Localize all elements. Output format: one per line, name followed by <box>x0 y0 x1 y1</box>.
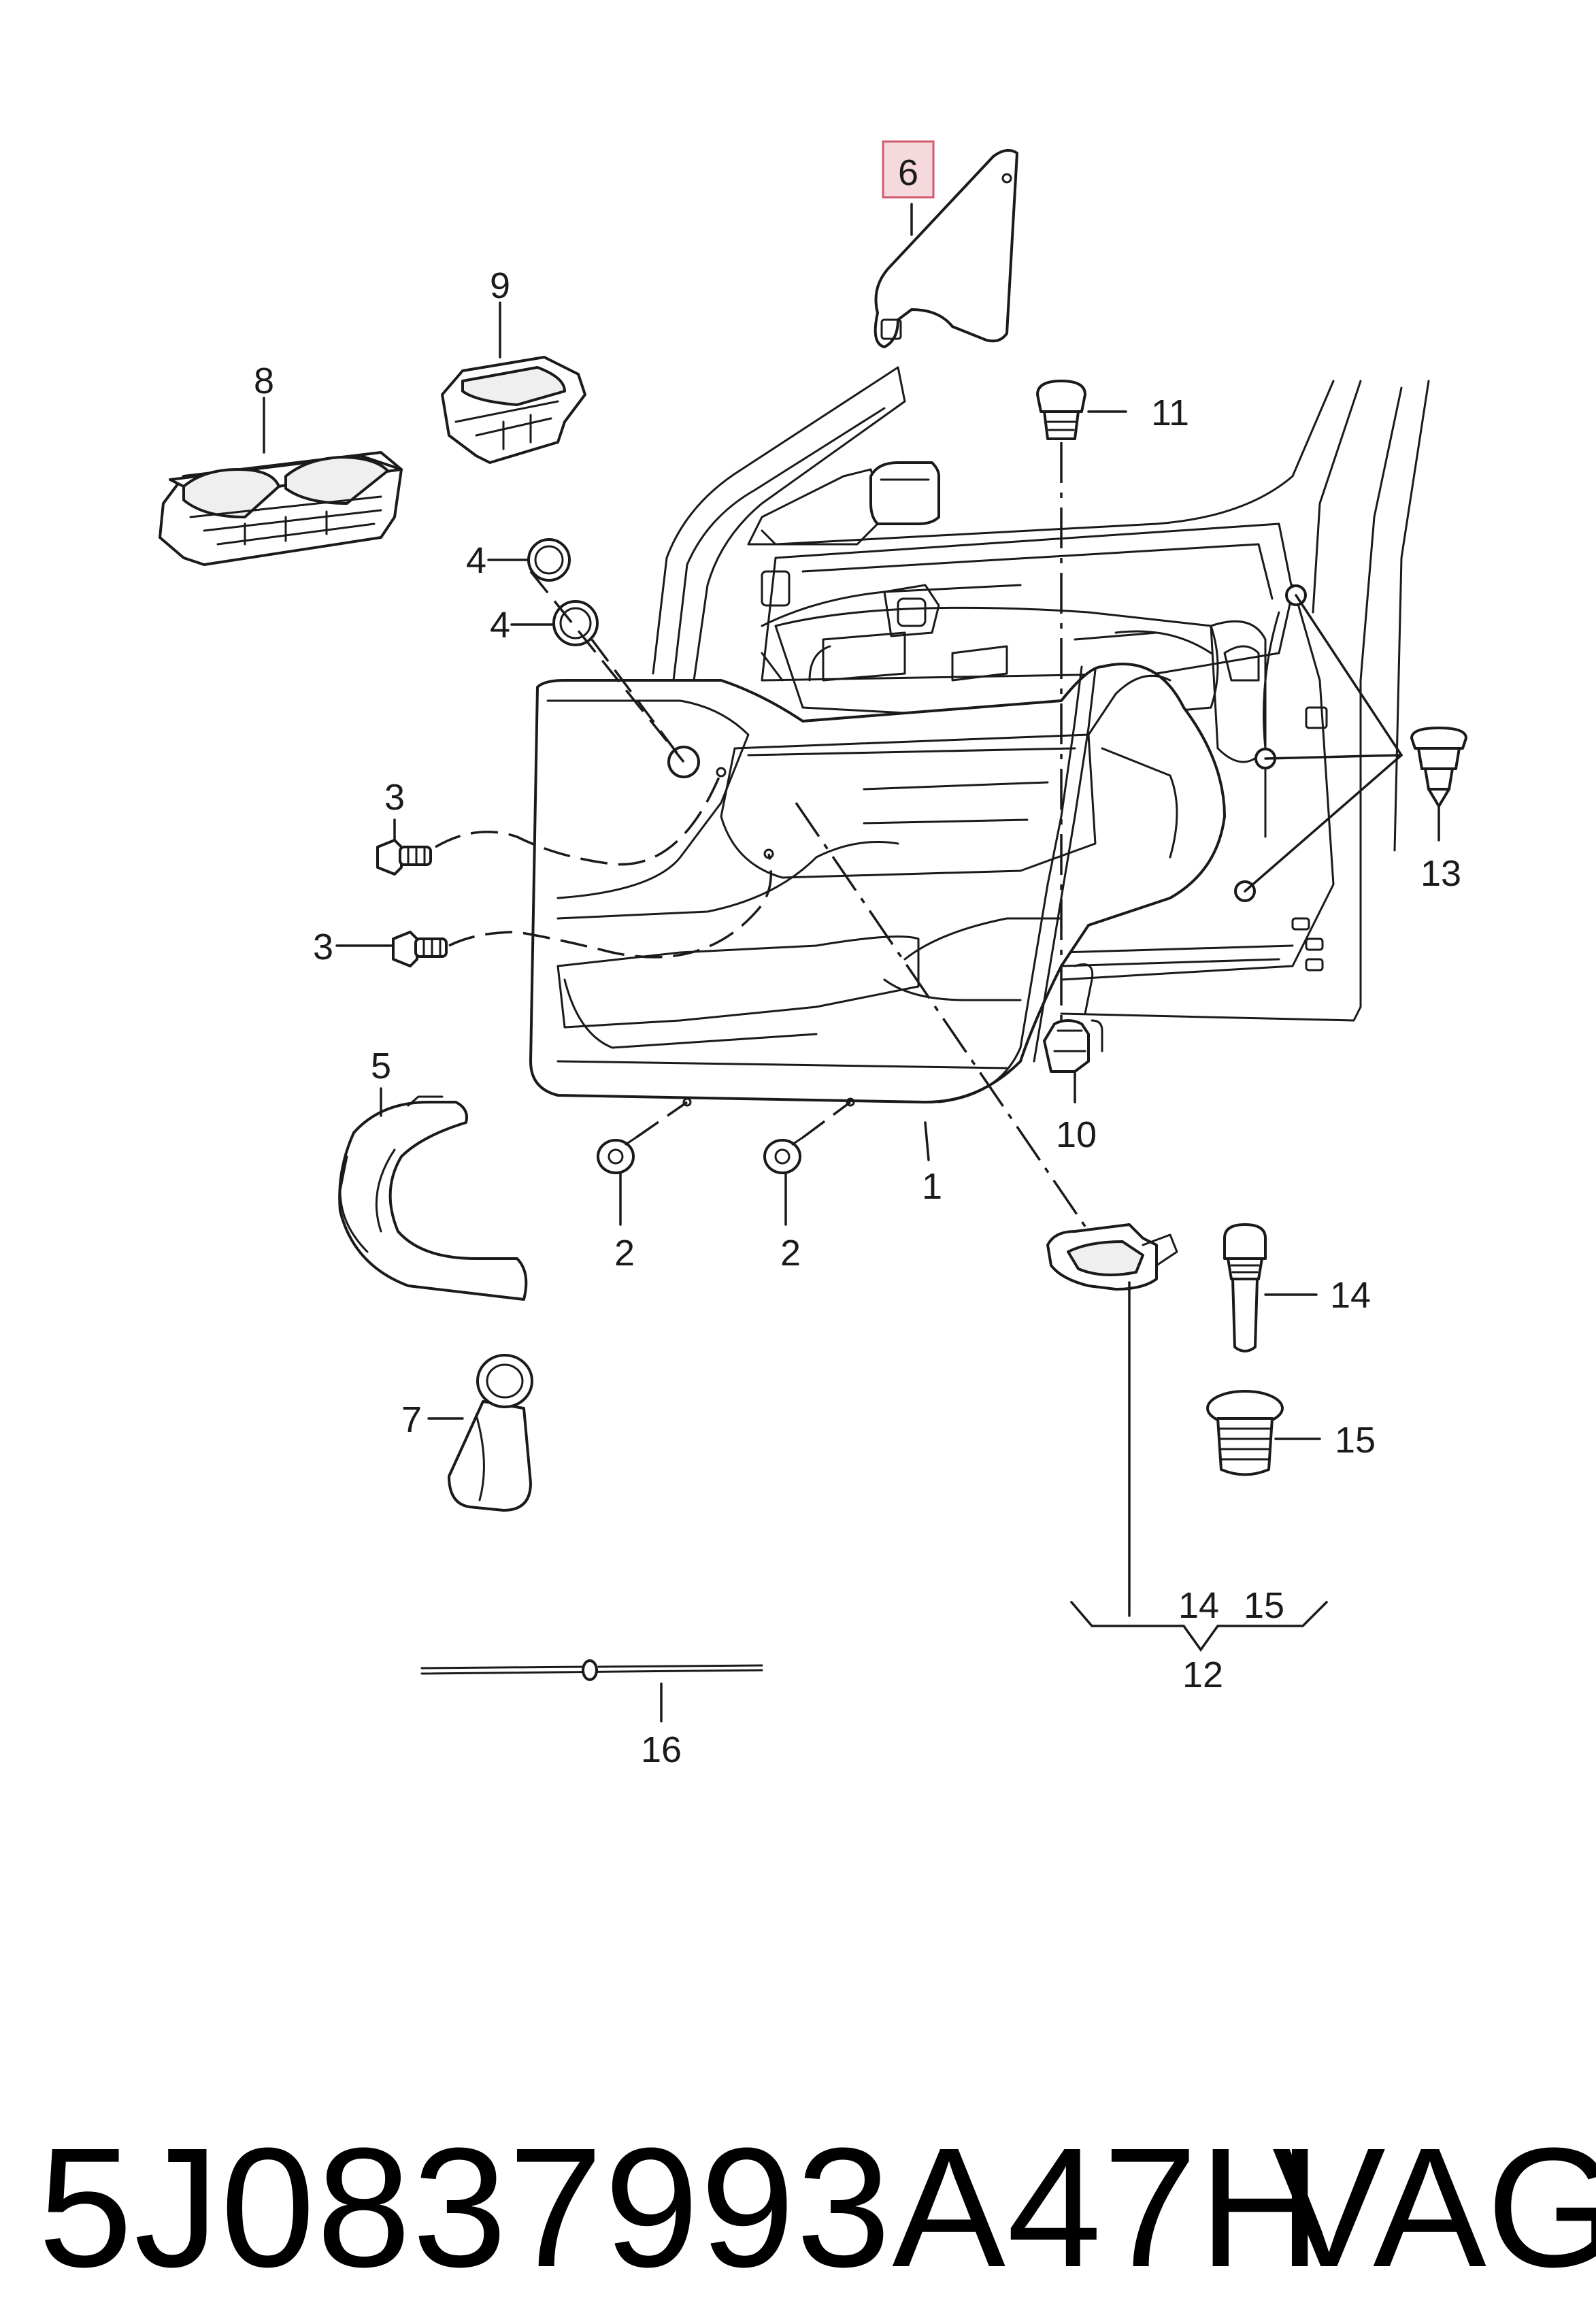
callout-labels: 6 9 8 4 4 11 3 3 13 5 10 1 2 2 14 7 15 1… <box>254 140 1461 1770</box>
callout-14: 14 <box>1330 1275 1371 1316</box>
callout-1: 1 <box>922 1166 942 1207</box>
leader-lines <box>263 203 1440 1723</box>
callout-13: 13 <box>1420 853 1461 894</box>
callout-15: 15 <box>1335 1420 1376 1461</box>
window-crank-7 <box>448 1354 533 1512</box>
screw-3-upper <box>376 839 432 876</box>
callout-8: 8 <box>254 361 274 401</box>
clip-2-right <box>763 1136 804 1174</box>
callout-2-left: 2 <box>614 1233 635 1274</box>
callout-3-lower: 3 <box>313 927 333 967</box>
callout-11: 11 <box>1151 393 1189 433</box>
ring-4-upper <box>527 538 571 582</box>
callout-2-right: 2 <box>780 1233 801 1274</box>
highlight-box-6 <box>882 140 935 199</box>
mirror-triangle-trim <box>874 149 1018 348</box>
callout-9: 9 <box>490 265 510 306</box>
callout-4-upper: 4 <box>466 540 486 581</box>
pin-14 <box>1223 1223 1267 1352</box>
single-switch-bezel <box>441 356 586 464</box>
door-body <box>652 366 1430 1022</box>
callout-4-lower: 4 <box>490 605 510 646</box>
callout-10: 10 <box>1056 1114 1097 1155</box>
screw-3-lower <box>392 931 448 967</box>
rod-16 <box>420 1659 763 1681</box>
handle-housing-12 <box>1046 1223 1178 1291</box>
brand-caption: VAG <box>1272 2112 1596 2302</box>
connector-10 <box>1043 963 1103 1073</box>
armrest-grip-5 <box>338 1095 528 1301</box>
mirror-housing <box>869 461 940 525</box>
callout-15-sub: 15 <box>1244 1585 1284 1626</box>
clip-13 <box>1410 727 1467 808</box>
callout-3-upper: 3 <box>384 777 405 818</box>
plug-15 <box>1206 1390 1284 1476</box>
clip-11 <box>1036 380 1086 440</box>
door-trim-panel <box>529 663 1226 1107</box>
callout-12: 12 <box>1182 1655 1223 1695</box>
window-switch-panel <box>159 451 403 566</box>
part-number-caption: 5J0837993A47H <box>38 2112 1323 2302</box>
assembly-lines <box>435 442 1090 1232</box>
callout-6: 6 <box>898 152 918 193</box>
callout-5: 5 <box>371 1046 391 1086</box>
callout-7: 7 <box>401 1399 422 1440</box>
clip-2-left <box>597 1136 637 1174</box>
callout-16: 16 <box>641 1729 682 1770</box>
callout-14-sub: 14 <box>1178 1585 1219 1626</box>
